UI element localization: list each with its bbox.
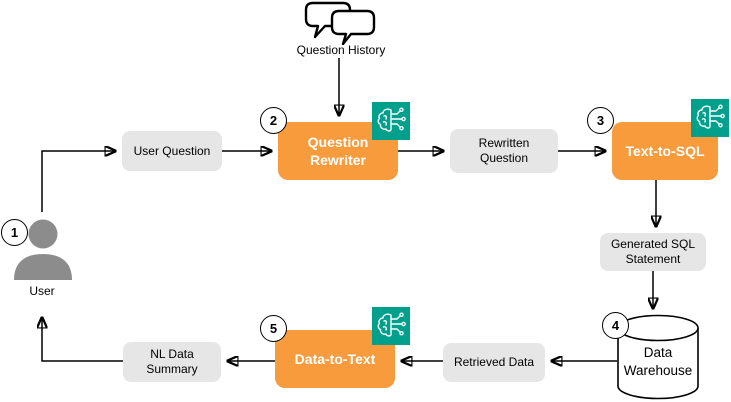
retrieved-data-label-box: Retrieved Data <box>443 343 545 382</box>
user-label: User <box>29 284 55 298</box>
edge-user-to-user-question <box>41 151 115 212</box>
retrieved-data-text: Retrieved Data <box>453 355 535 369</box>
user-icon <box>14 219 72 280</box>
edge-nl-summary-to-user <box>42 318 123 362</box>
rewritten-question-label-box: Rewritten Question <box>450 129 558 173</box>
user-question-label-box: User Question <box>122 131 222 171</box>
data-warehouse-text: Data Warehouse <box>623 345 693 378</box>
step-badge-2: 2 <box>260 107 287 134</box>
data-to-text-text: Data-to-Text <box>294 350 376 367</box>
nl-data-summary-label-box: NL Data Summary <box>123 342 221 382</box>
generated-sql-text: Generated SQL Statement <box>610 237 696 266</box>
nl-data-summary-text: NL Data Summary <box>146 347 198 376</box>
step-badge-1: 1 <box>1 219 28 246</box>
ai-chip-icon <box>372 307 410 345</box>
rewritten-question-text: Rewritten Question <box>478 136 530 165</box>
step-badge-3: 3 <box>587 107 614 134</box>
step-badge-4: 4 <box>602 312 629 339</box>
ai-chip-icon <box>372 102 410 140</box>
ai-chip-icon <box>691 99 729 137</box>
database-icon <box>617 314 699 400</box>
user-question-text: User Question <box>133 143 211 158</box>
text-to-sql-text: Text-to-SQL <box>625 142 705 159</box>
question-history-label: Question History <box>296 43 386 57</box>
question-rewriter-text: Question Rewriter <box>307 133 369 168</box>
question-history-icon <box>304 1 376 45</box>
step-badge-5: 5 <box>260 315 287 342</box>
generated-sql-label-box: Generated SQL Statement <box>600 233 706 271</box>
